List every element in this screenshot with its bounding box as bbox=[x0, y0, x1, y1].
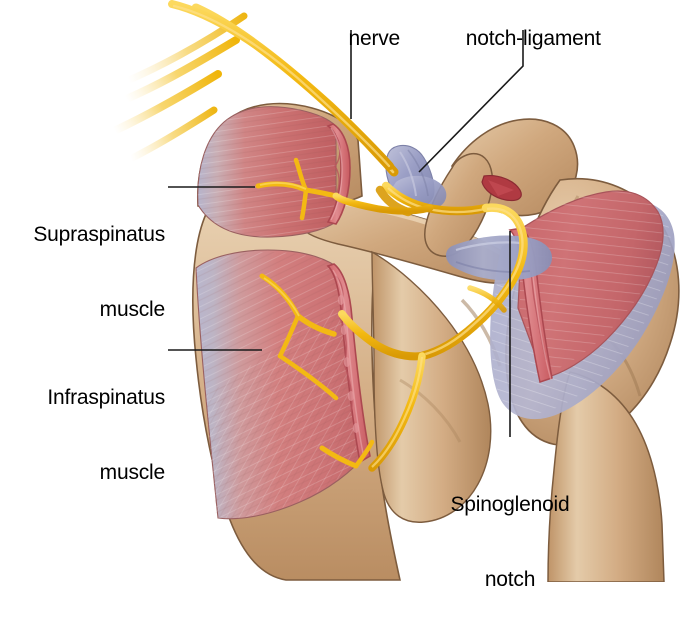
label-supraspinatus-muscle: Supraspinatus muscle bbox=[0, 172, 165, 372]
label-infraspinatus-muscle: Infraspinatus muscle bbox=[0, 335, 165, 535]
ligament-icon bbox=[385, 144, 447, 209]
nerve-icon bbox=[168, 0, 528, 472]
label-nerve-text: nerve bbox=[348, 27, 401, 50]
leader-notch-ligament bbox=[418, 30, 524, 173]
anatomy-figure: nerve notch-ligament Supraspinatus muscl… bbox=[0, 0, 680, 591]
label-infraspinatus-line2: muscle bbox=[99, 461, 166, 484]
leader-lines bbox=[168, 30, 524, 437]
label-notch-ligament-text: notch-ligament bbox=[465, 27, 601, 50]
label-infraspinatus-line1: Infraspinatus bbox=[47, 386, 165, 409]
label-spinoglenoid-line2: notch bbox=[484, 568, 536, 591]
label-spinoglenoid-notch: Spinoglenoid notch bbox=[430, 442, 590, 642]
label-supraspinatus-line1: Supraspinatus bbox=[33, 223, 165, 246]
label-nerve: nerve bbox=[318, 1, 408, 76]
label-notch-ligament: notch-ligament bbox=[437, 1, 607, 76]
label-supraspinatus-line2: muscle bbox=[99, 298, 166, 321]
muscle-icon bbox=[197, 106, 351, 238]
muscle-icon bbox=[195, 249, 375, 520]
anatomy-illustration bbox=[90, 0, 680, 582]
label-spinoglenoid-line1: Spinoglenoid bbox=[450, 493, 570, 516]
